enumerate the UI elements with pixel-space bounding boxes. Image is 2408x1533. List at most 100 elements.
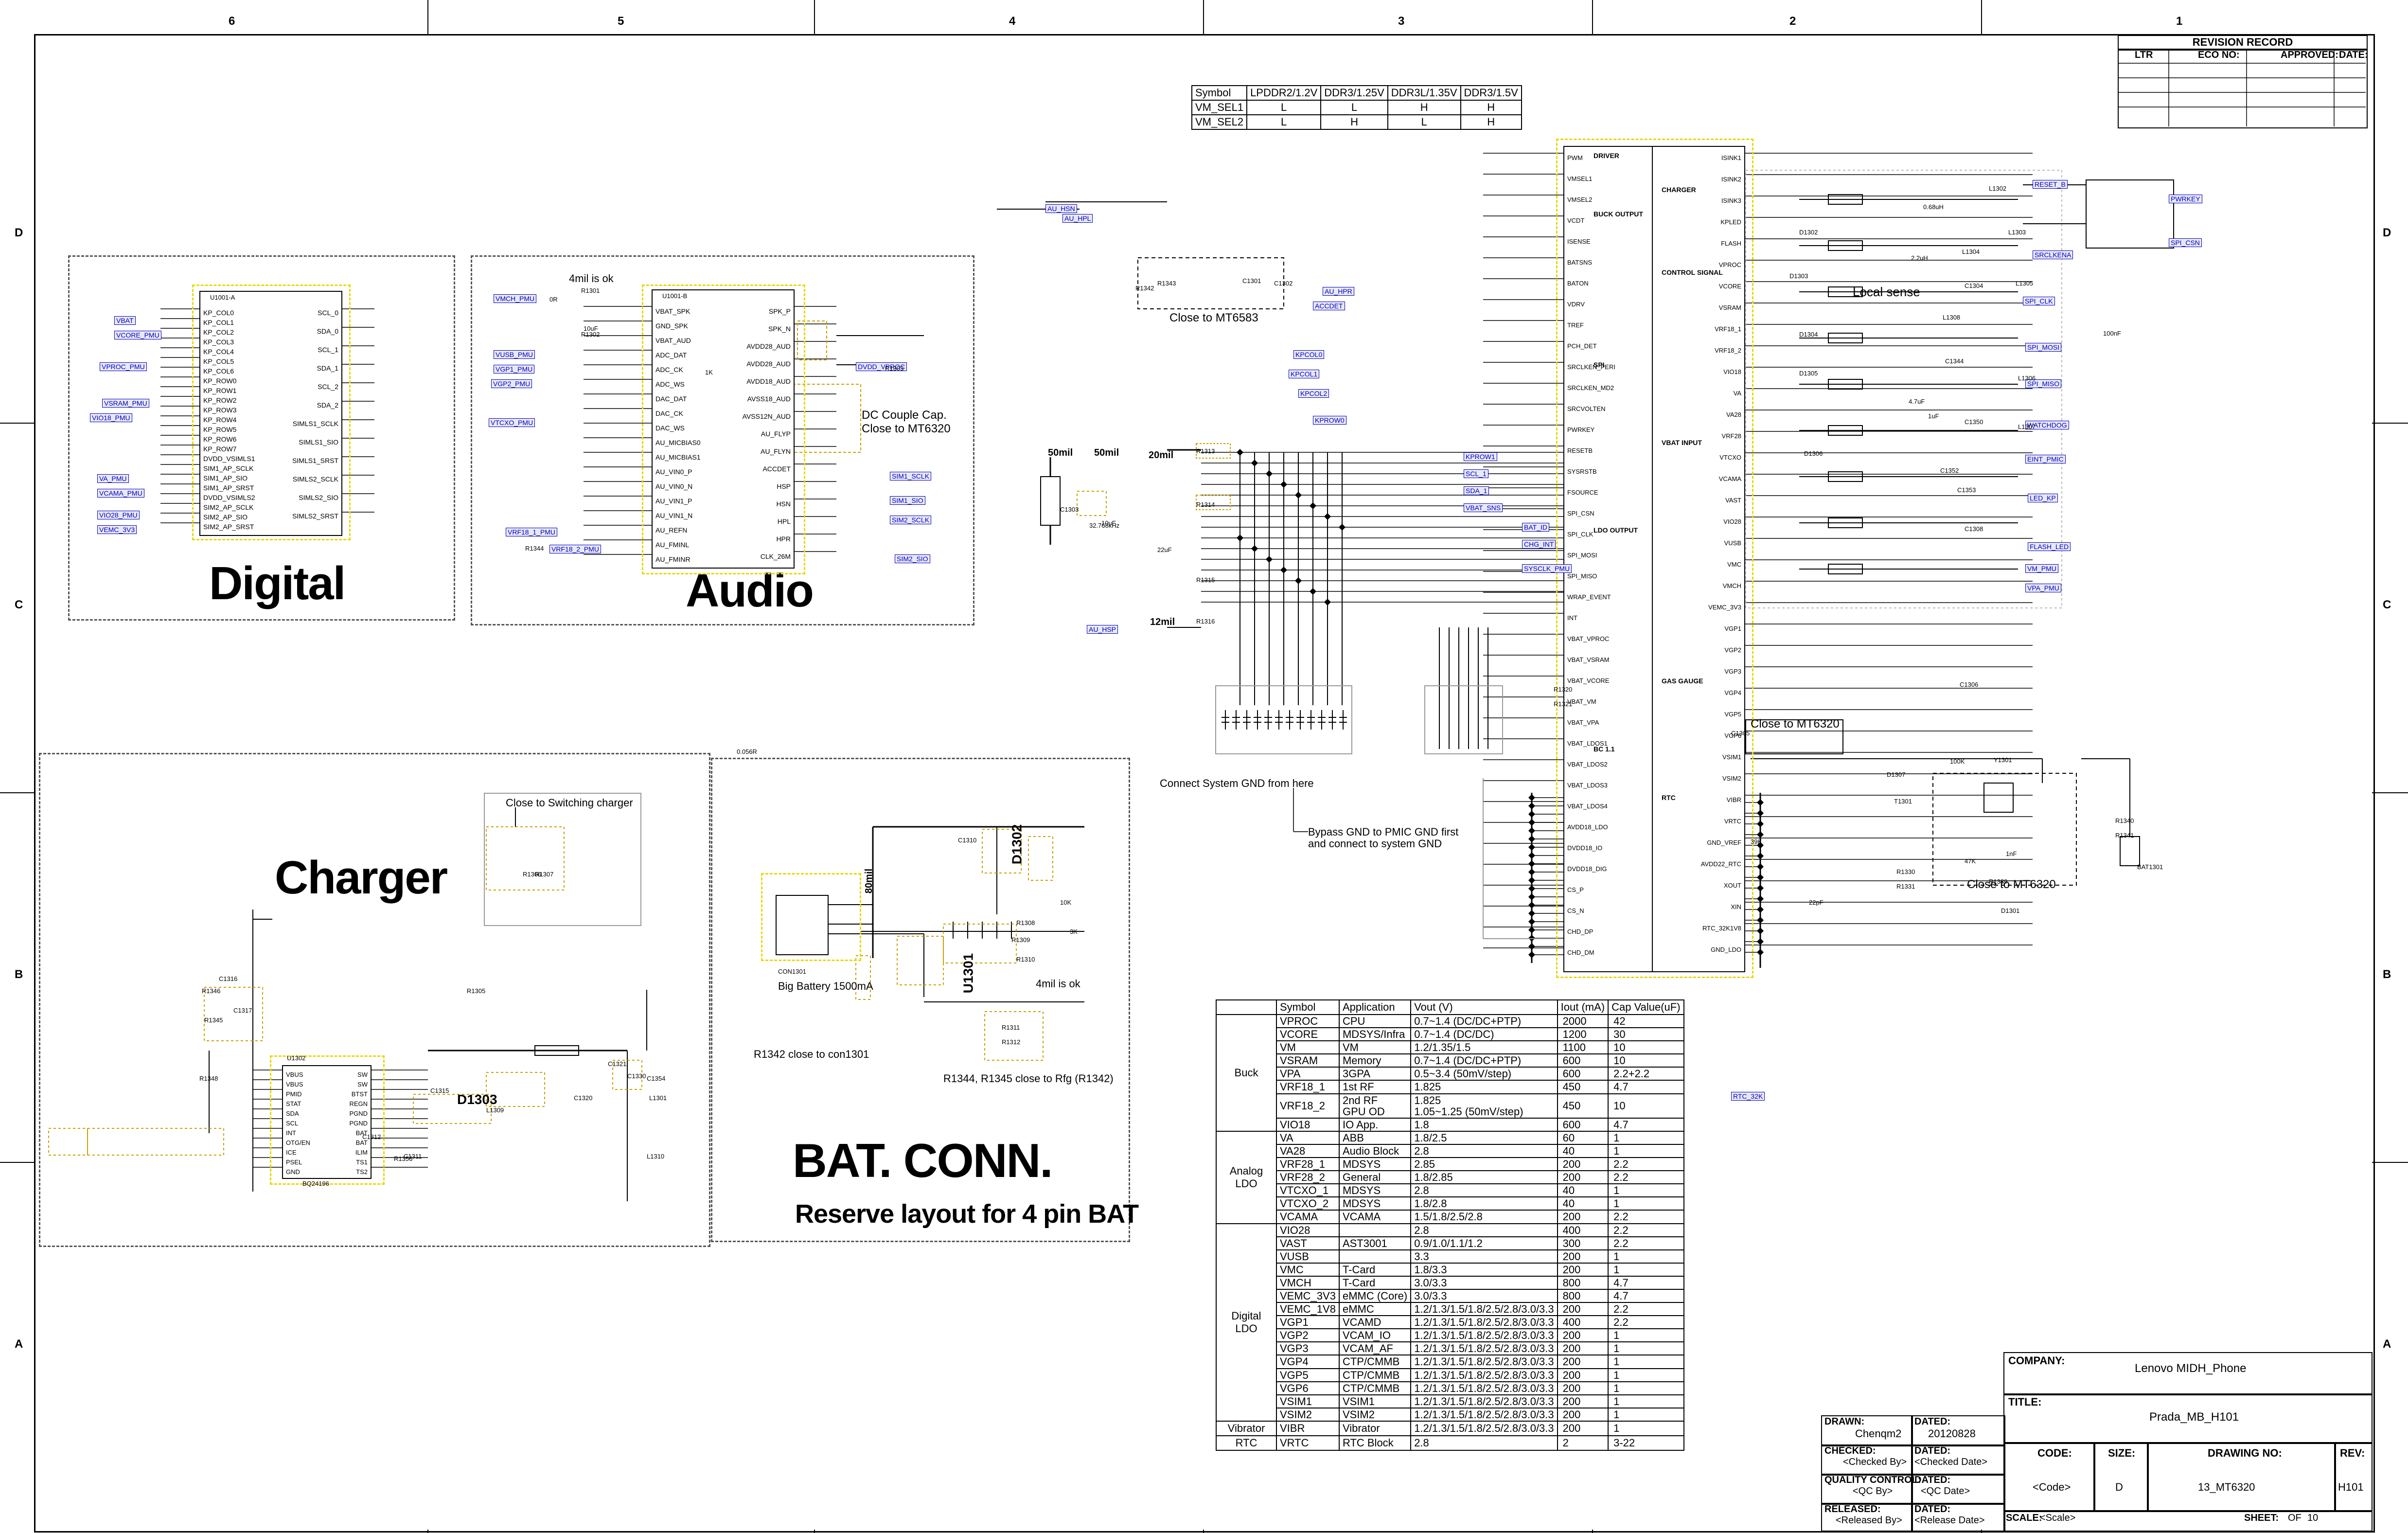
table-header-cell: Symbol [1191,85,1248,101]
table-cell: 1 [1608,1407,1684,1422]
table-cell: 3.0/3.3 [1410,1275,1558,1290]
chip-pin-label: VA [1733,390,1741,397]
chip-pin-label: SIMLS2_SCLK [292,475,338,483]
component-refdes: R1330 [1896,868,1915,875]
chip-pin-label: OTG/EN [286,1139,310,1146]
component-body [855,955,871,1000]
chip-pin-label: SPK_P [768,307,791,315]
chip-pin-label: VGP5 [1724,711,1741,718]
component-refdes: R1343 [1157,280,1176,287]
component-refdes: D1307 [1887,771,1906,778]
table-cell: 2.8 [1410,1435,1558,1451]
net-label: RTC_32K [1731,1092,1765,1101]
chip-pin-label: KP_ROW4 [203,416,237,424]
code-cell [2003,1442,2095,1512]
chip-pin-label: PWM [1567,154,1583,161]
table-cell: 1 [1608,1341,1684,1356]
net-label: ACCDET [1313,302,1345,310]
table-cell: 0.9/1.0/1.1/1.2 [1410,1236,1558,1250]
chip-pin-label: STAT [286,1100,301,1107]
chip-pin-label: INT [1567,614,1577,622]
table-cell: L [1387,114,1461,130]
table-cell: 1.5/1.8/2.5/2.8 [1410,1210,1558,1224]
component-refdes: R1310 [1016,956,1035,963]
table-cell: 1100 [1557,1040,1609,1055]
junction-dot [1528,860,1535,867]
drawn-label: DRAWN: [1824,1416,1865,1427]
chip-block-label: VBAT INPUT [1662,439,1702,446]
net-label: VBAT_SNS [1464,503,1503,512]
table-cell: 1.825 [1410,1080,1558,1094]
component-refdes: R1342 [1135,285,1154,292]
dated-label: DATED: [1914,1504,1951,1515]
chip-pin-label: VGP6 [1724,732,1741,739]
sheet-value: OF [2288,1513,2302,1523]
chip-pin-label: VMCH [1722,582,1741,589]
chip-pin-label: DAC_CK [655,410,683,417]
junction-dot [1310,502,1316,509]
chip-pin-label: SCL_2 [318,383,338,391]
table-cell: VIO18 [1276,1117,1340,1132]
note-close-mt6320: Close to MT6320 [1751,717,1840,731]
dated-cell [1911,1444,2005,1476]
chip-pin-label: BAT [355,1139,368,1146]
chip-pin-label: AVSS12N_AUD [742,412,791,420]
chip-pin-label: VRF18_2 [1715,347,1741,354]
table-cell: L [1320,100,1388,115]
net-label: SYSCLK_PMU [1522,564,1572,573]
component-refdes: C1317 [233,1007,252,1014]
note-close-mt6320-rtc: Close to MT6320 [1967,878,2056,891]
chip-block-label: BC 1.1 [1594,745,1615,753]
chip-pin-label: CS_P [1567,886,1584,893]
chip-pin-label: SIM2_AP_SRST [203,523,254,531]
net-label: SPI_CLK [2023,297,2055,305]
company-value: Lenovo MIDH_Phone [2135,1362,2247,1375]
chip-pin-label: ADC_WS [655,380,685,388]
note-connect-gnd: Connect System GND from here [1160,777,1314,789]
chip-pin-label: SW [357,1081,368,1088]
component-refdes: C1303 [1060,506,1079,513]
chip-pin-label: VMSEL1 [1567,175,1593,182]
table-group-cell: Analog LDO [1216,1130,1277,1224]
net-label: RESET_B [2033,180,2068,189]
note-local-sense: Local sense [1853,285,1920,299]
component-body [897,936,944,985]
chip-pin-label: VTCXO [1719,454,1741,461]
net-label: VTCXO_PMU [489,418,535,427]
table-cell: 1 [1608,1328,1684,1343]
net-label: VGP2_PMU [491,379,532,388]
table-header-cell: DDR3L/1.35V [1387,85,1461,101]
chip-pin-label: SPI_CSN [1567,510,1594,517]
chip-pin-label: SIMLS2_SIO [299,494,338,501]
component-body [984,1011,1044,1061]
chip-pin-label: VPROC [1718,261,1741,268]
note-r1342: R1342 close to con1301 [754,1048,869,1060]
table-cell: 1.8/2.8 [1410,1196,1558,1211]
table-cell: VSIM1 [1276,1394,1340,1408]
net-label: VCAMA_PMU [97,489,144,498]
table-row: VM_SEL1 L L H H [1191,100,1522,115]
chip-pin-label: VBAT_VPA [1567,719,1599,726]
table-cell: 2.85 [1410,1157,1558,1172]
junction-dot [1528,819,1535,826]
bat-conn-subtitle: Reserve layout for 4 pin BAT [795,1199,1139,1229]
chip-pin-label: FLASH [1721,240,1741,247]
junction-dot [1757,906,1764,913]
revision-title: REVISION RECORD [2118,35,2368,51]
trace-width-50mil: 50mil [1048,447,1073,458]
component-value: 10uF [1101,519,1116,527]
junction-dot [1528,902,1535,909]
table-cell: 0.7~1.4 (DC/DC+PTP) [1410,1014,1558,1029]
chip-pin-label: CHD_DP [1567,928,1594,935]
chip-pin-label: VBAT_VM [1567,698,1596,705]
table-cell: MDSYS [1338,1157,1412,1172]
chip-pin-label: AU_MICBIAS1 [655,453,701,461]
table-cell: 1.2/1.3/1.5/1.8/2.5/2.8/3.0/3.3 [1410,1328,1558,1343]
table-cell: 200 [1557,1210,1609,1224]
chip-pin-label: ACCDET [762,465,791,473]
component-value: 10K [1060,899,1072,906]
